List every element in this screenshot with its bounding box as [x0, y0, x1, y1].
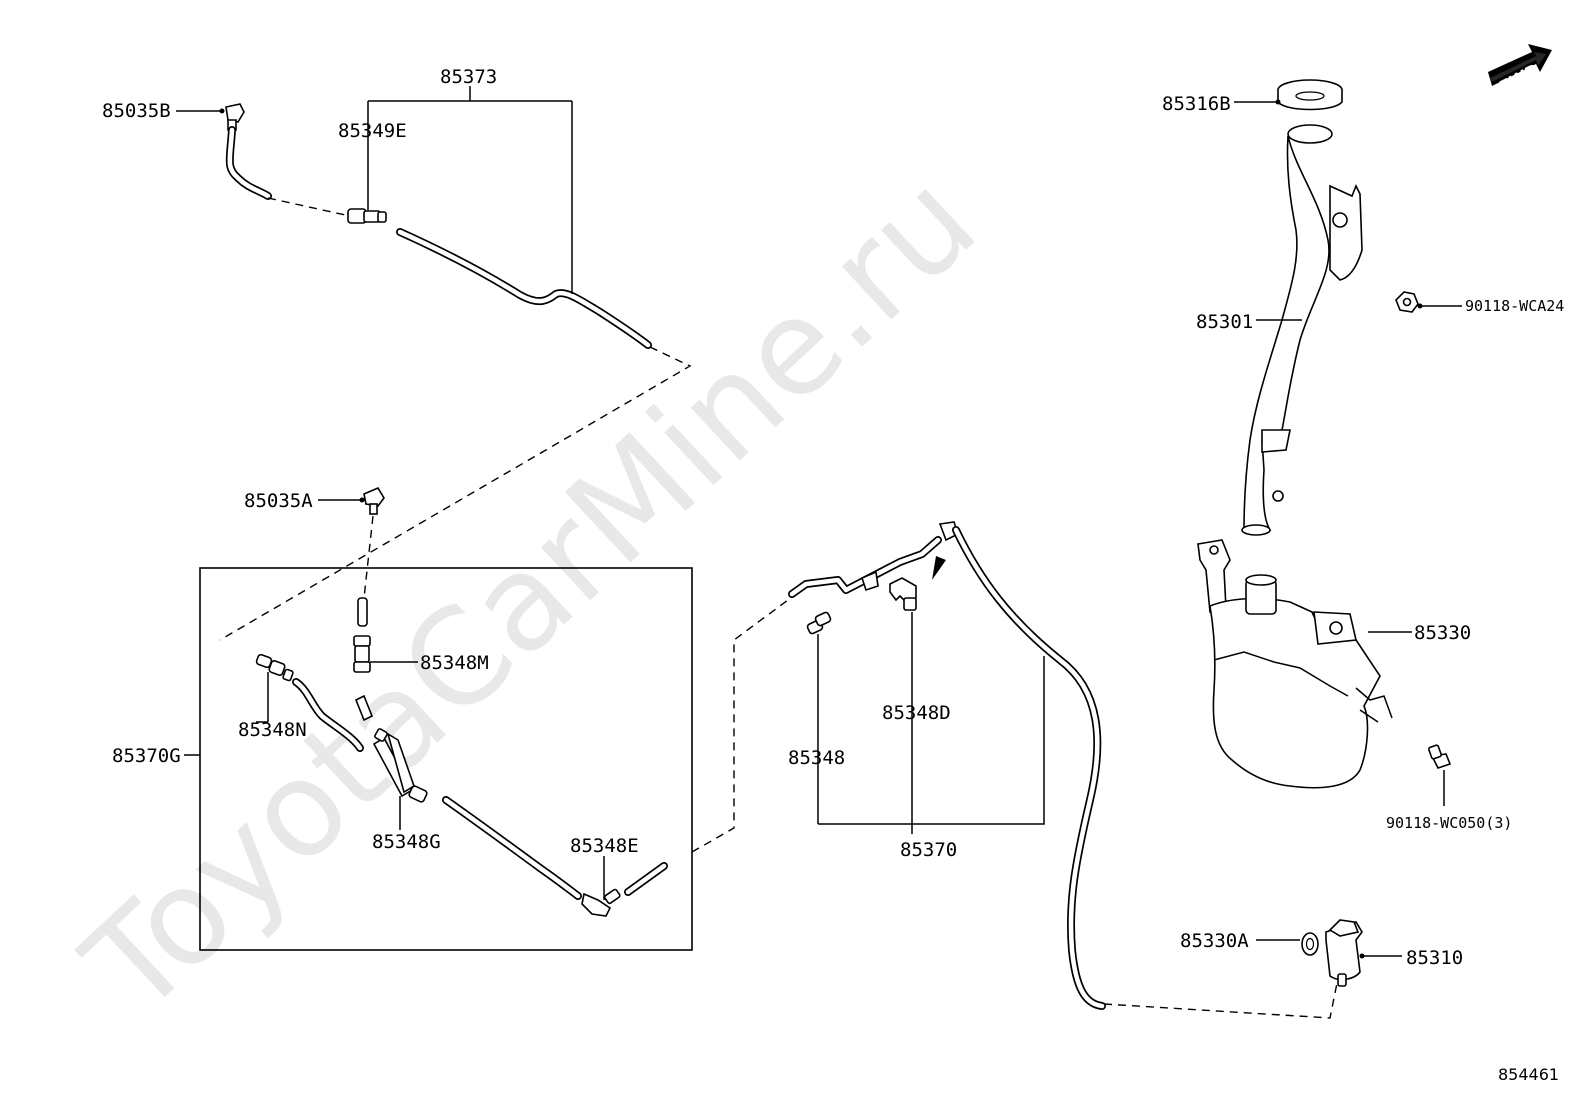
label-85370G: 85370G [112, 745, 181, 767]
label-85035B: 85035B [102, 100, 171, 122]
label-85348D: 85348D [882, 702, 951, 724]
watermark: ToyotaCarMine.ru [56, 144, 1005, 1044]
connector-85348N [255, 653, 294, 682]
connector-85348G [372, 728, 428, 803]
washer-tank-85330 [1197, 539, 1393, 789]
connector-85348M [353, 635, 371, 673]
inset-box-85370G [199, 567, 693, 951]
nozzle-85035A [363, 486, 385, 515]
label-85370: 85370 [900, 839, 957, 861]
label-85349E: 85349E [338, 120, 407, 142]
label-85348E: 85348E [570, 835, 639, 857]
cap-85316B [1277, 79, 1343, 111]
label-85310: 85310 [1406, 947, 1463, 969]
nozzle-85035B [225, 103, 245, 131]
diagram-id: 854461 [1498, 1065, 1559, 1084]
grommet-85330A [1301, 932, 1319, 956]
connector-85348D [889, 577, 917, 611]
label-85348G: 85348G [372, 831, 441, 853]
label-90118-WC050: 90118-WC050(3) [1386, 814, 1512, 832]
label-85330A: 85330A [1180, 930, 1249, 952]
label-85373: 85373 [440, 66, 497, 88]
bolt-90118-WC050 [1428, 744, 1452, 769]
label-85348N: 85348N [238, 719, 307, 741]
label-85330: 85330 [1414, 622, 1471, 644]
connector-85349E [347, 208, 387, 224]
nut-90118-WCA24 [1395, 291, 1419, 313]
label-85301: 85301 [1196, 311, 1253, 333]
label-90118-WCA24: 90118-WCA24 [1465, 297, 1564, 315]
connector-85348E [581, 888, 621, 917]
connector-85348 [806, 611, 832, 635]
label-85348: 85348 [788, 747, 845, 769]
label-85348M: 85348M [420, 652, 489, 674]
fwd-arrow-icon: FWD [1488, 44, 1552, 96]
label-85035A: 85035A [244, 490, 313, 512]
filler-neck-85301 [1241, 124, 1363, 536]
washer-pump-85310 [1325, 919, 1363, 987]
label-85316B: 85316B [1162, 93, 1231, 115]
